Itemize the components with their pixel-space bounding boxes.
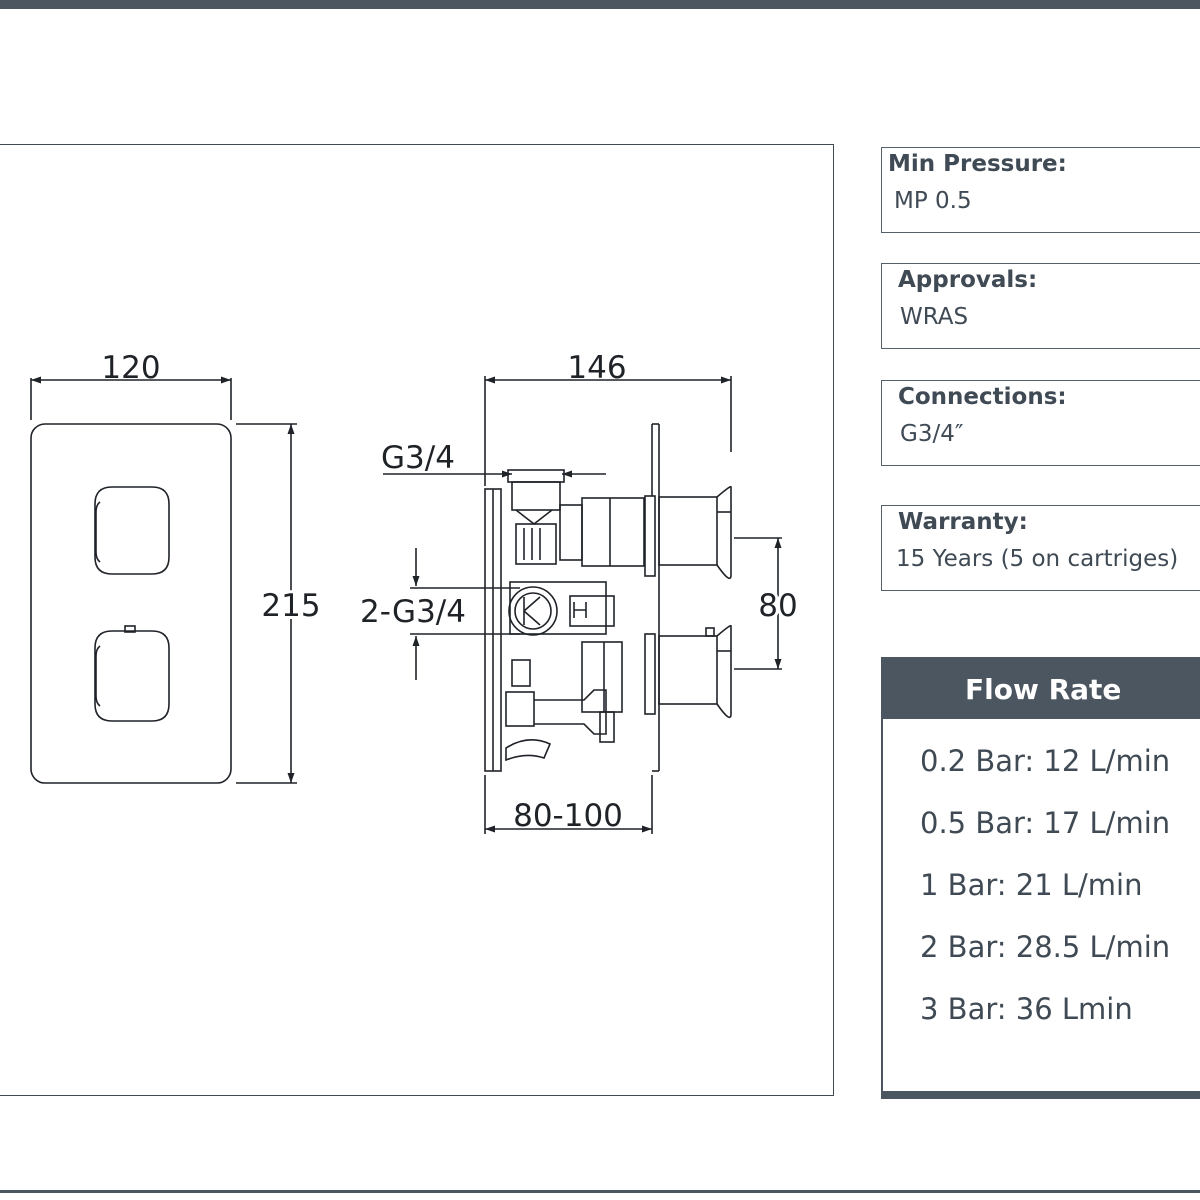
warranty-card: Warranty: 15 Years (5 on cartriges)	[881, 505, 1200, 591]
connections-label: Connections:	[898, 384, 1067, 410]
approvals-card: Approvals: WRAS	[881, 263, 1200, 349]
flow-rate-panel: Flow Rate 0.2 Bar: 12 L/min 0.5 Bar: 17 …	[881, 657, 1200, 1099]
side-depth-label: 146	[567, 350, 626, 386]
flow-rate-title: Flow Rate	[883, 659, 1200, 719]
flow-rate-row: 0.2 Bar: 12 L/min	[920, 744, 1171, 778]
technical-drawing: 120 215 146 G3/4 2-G3/4 80 80-100	[30, 350, 798, 834]
top-banner-bar	[0, 0, 1200, 9]
connections-dim-label: 2-G3/4	[360, 594, 466, 630]
min-pressure-label: Min Pressure:	[888, 151, 1067, 177]
handle-spacing-label: 80	[758, 588, 797, 624]
front-view-plate	[30, 423, 232, 784]
wall-depth-label: 80-100	[513, 798, 623, 834]
side-view-valve	[484, 423, 732, 772]
approvals-label: Approvals:	[898, 267, 1038, 293]
bottom-rule	[0, 1190, 1200, 1193]
warranty-value: 15 Years (5 on cartriges)	[896, 546, 1179, 572]
flow-rate-bottom-bar	[883, 1091, 1200, 1097]
inlet-label: G3/4	[381, 440, 455, 476]
flow-rate-row: 3 Bar: 36 Lmin	[920, 992, 1133, 1026]
flow-rate-row: 0.5 Bar: 17 L/min	[920, 806, 1171, 840]
connections-card: Connections: G3/4″	[881, 380, 1200, 466]
drawing-frame	[0, 144, 834, 1096]
min-pressure-value: MP 0.5	[894, 188, 972, 214]
flow-rate-row: 1 Bar: 21 L/min	[920, 868, 1143, 902]
front-height-label: 215	[261, 588, 320, 624]
min-pressure-card: Min Pressure: MP 0.5	[881, 147, 1200, 233]
front-width-label: 120	[101, 350, 160, 386]
flow-rate-row: 2 Bar: 28.5 L/min	[920, 930, 1171, 964]
warranty-label: Warranty:	[898, 509, 1028, 535]
approvals-value: WRAS	[900, 304, 969, 330]
connections-value: G3/4″	[900, 421, 964, 447]
